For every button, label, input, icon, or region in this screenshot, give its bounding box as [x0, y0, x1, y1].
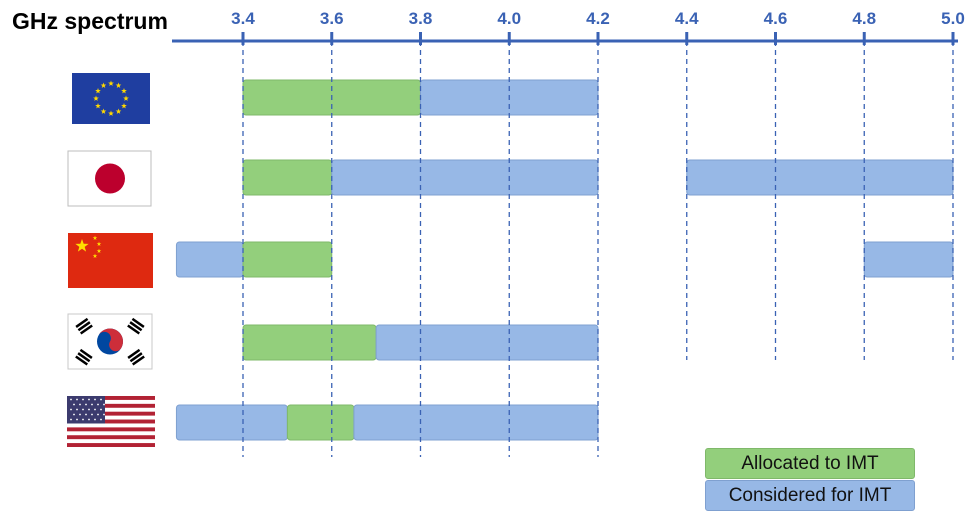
usa-flag-star: [73, 403, 75, 406]
eu-flag-star: [115, 108, 122, 114]
eu-flag-star: [100, 108, 107, 114]
usa-flag-star: [85, 413, 87, 416]
usa-flag-star: [94, 408, 96, 411]
tick-label-5.0: 5.0: [941, 9, 965, 28]
bar-row-2-segment-3: [686, 159, 954, 196]
korea-flag-trigram: [75, 317, 93, 335]
usa-flag-star: [100, 408, 102, 411]
usa-flag-star: [91, 413, 93, 416]
bar-row-3-segment-1: [175, 241, 244, 278]
usa-flag-stripe: [67, 411, 155, 416]
tick-label-4.4: 4.4: [675, 9, 699, 28]
usa-flag-stripe: [67, 419, 155, 424]
usa-flag-star: [82, 408, 84, 411]
tick-label-4.8: 4.8: [852, 9, 876, 28]
china-flag-icon: [68, 233, 153, 288]
usa-flag-star: [82, 398, 84, 401]
usa-flag-star: [76, 398, 78, 401]
usa-flag-star: [70, 398, 72, 401]
usa-flag-star: [70, 408, 72, 411]
usa-flag-stripe: [67, 443, 155, 447]
eu-flag-star: [123, 95, 129, 101]
usa-flag-star: [88, 418, 90, 421]
usa-flag-star: [79, 403, 81, 406]
china-flag-small-star: [96, 248, 102, 253]
bar-row-3-segment-3: [863, 241, 954, 278]
tick-label-4.2: 4.2: [586, 9, 610, 28]
usa-flag-stripe: [67, 427, 155, 432]
china-flag-small-star: [92, 235, 98, 240]
tick-label-4.6: 4.6: [764, 9, 788, 28]
korea-flag-trigram: [127, 348, 145, 366]
usa-flag-star: [73, 413, 75, 416]
tick-label-3.4: 3.4: [231, 9, 255, 28]
usa-flag-star: [91, 403, 93, 406]
eu-flag-star: [100, 82, 107, 88]
eu-flag-star: [121, 103, 127, 109]
eu-flag-star: [108, 80, 114, 86]
usa-flag-star: [79, 413, 81, 416]
chart-title: GHz spectrum: [12, 8, 168, 34]
korea-flag-trigram: [75, 348, 93, 366]
usa-flag-stripe: [67, 435, 155, 440]
usa-flag-stripe: [67, 396, 155, 400]
usa-flag-star: [76, 408, 78, 411]
eu-flag-star: [121, 88, 127, 94]
tick-label-4.0: 4.0: [497, 9, 521, 28]
eu-flag-star: [93, 95, 99, 101]
bar-row-5-segment-2: [286, 404, 355, 441]
china-flag-big-star: [75, 239, 89, 252]
japan-flag-disc: [95, 163, 125, 194]
korea-flag-trigram: [127, 317, 145, 335]
usa-flag-star: [97, 403, 99, 406]
legend-allocated: Allocated to IMT: [705, 448, 915, 479]
eu-flag-star: [95, 88, 101, 94]
eu-flag-star: [115, 82, 122, 88]
bar-row-4-segment-1: [242, 324, 377, 361]
usa-flag-star: [100, 398, 102, 401]
tick-label-3.6: 3.6: [320, 9, 344, 28]
legend-considered: Considered for IMT: [705, 480, 915, 511]
usa-flag-star: [94, 418, 96, 421]
bar-row-2-segment-1: [242, 159, 333, 196]
usa-flag-star: [82, 418, 84, 421]
tick-label-3.8: 3.8: [409, 9, 433, 28]
usa-flag-star: [103, 413, 105, 416]
bar-row-2-segment-2: [331, 159, 599, 196]
bar-row-3-segment-2: [242, 241, 333, 278]
usa-flag-star: [88, 408, 90, 411]
usa-flag-star: [103, 403, 105, 406]
bar-row-4-segment-2: [375, 324, 599, 361]
korea-flag-taegeuk-red: [98, 328, 123, 352]
china-flag-small-star: [92, 253, 98, 258]
usa-flag-star: [97, 413, 99, 416]
usa-flag-star: [85, 403, 87, 406]
usa-flag-stripe: [67, 403, 155, 408]
eu-flag-star: [95, 103, 101, 109]
usa-flag-star: [76, 418, 78, 421]
eu-flag-star: [108, 110, 114, 116]
usa-flag-star: [94, 398, 96, 401]
bar-row-5-segment-1: [175, 404, 288, 441]
bar-row-5-segment-3: [353, 404, 599, 441]
china-flag-small-star: [96, 241, 102, 246]
usa-flag-star: [88, 398, 90, 401]
usa-flag-star: [70, 418, 72, 421]
usa-flag-canton: [67, 396, 105, 424]
usa-flag-star: [100, 418, 102, 421]
